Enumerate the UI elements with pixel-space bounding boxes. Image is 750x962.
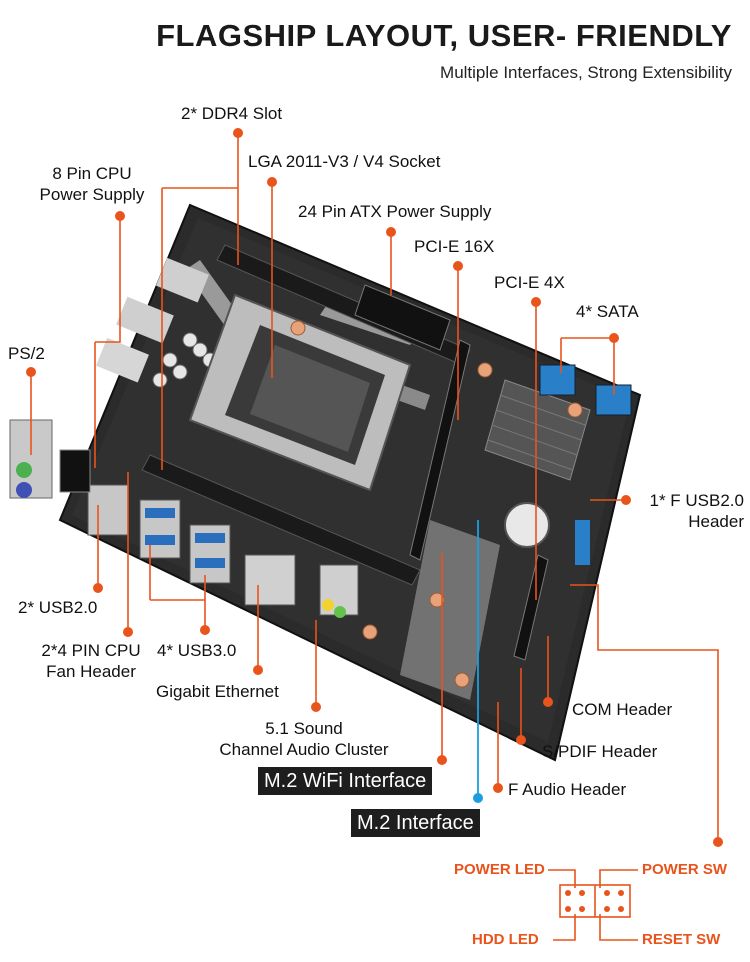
pointer-dot: [233, 128, 243, 138]
pointer-dot: [311, 702, 321, 712]
m2-area: [400, 520, 500, 700]
pointer-dot: [267, 177, 277, 187]
usb2-ports: [87, 484, 129, 536]
page-subtitle: Multiple Interfaces, Strong Extensibilit…: [440, 63, 732, 82]
pointer-dot: [93, 583, 103, 593]
callout-spdif: S/PDIF Header: [542, 742, 658, 761]
pointer-dot: [543, 697, 553, 707]
callout-ethernet: Gigabit Ethernet: [156, 682, 279, 701]
ddr4-slot: [141, 454, 421, 586]
pointer-dot: [621, 495, 631, 505]
label-power-sw: POWER SW: [642, 861, 727, 878]
callout-m2-wifi: M.2 WiFi Interface: [258, 767, 433, 795]
pointer-dot: [453, 261, 463, 271]
pointer-dot: [493, 783, 503, 793]
pointer-dot: [200, 625, 210, 635]
chipset-heatsink: [484, 379, 591, 481]
front-usb-header: [575, 520, 590, 565]
callout-ddr4: 2* DDR4 Slot: [181, 104, 283, 123]
sata-port: [539, 364, 576, 396]
callout-pcie4: PCI-E 4X: [494, 273, 565, 292]
callout-m2: M.2 Interface: [351, 809, 480, 837]
page-title: FLAGSHIP LAYOUT, USER- FRIENDLY: [156, 18, 732, 53]
front-panel-pin-diagram: [548, 869, 638, 941]
pointer-dot: [531, 297, 541, 307]
callout-faudio: F Audio Header: [508, 780, 627, 799]
label-reset-sw: RESET SW: [642, 931, 721, 948]
m2-pointer-dot: [473, 793, 483, 803]
pointer-dot: [386, 227, 396, 237]
pointer-dot: [123, 627, 133, 637]
callout-socket: LGA 2011-V3 / V4 Socket: [248, 152, 441, 171]
callout-usb3: 4* USB3.0: [157, 641, 237, 660]
callout-atx: 24 Pin ATX Power Supply: [298, 202, 492, 221]
label-power-led: POWER LED: [454, 861, 545, 878]
pointer-dot: [115, 211, 125, 221]
label-hdd-led: HDD LED: [472, 931, 539, 948]
cmos-battery: [504, 502, 550, 548]
pointer-dot: [609, 333, 619, 343]
callout-pcie16: PCI-E 16X: [414, 237, 495, 256]
callout-sata: 4* SATA: [576, 302, 639, 321]
callout-usb2: 2* USB2.0: [18, 598, 98, 617]
ethernet-port: [244, 554, 296, 606]
atx-power-connector: [354, 284, 451, 351]
pointer-dot: [516, 735, 526, 745]
vrm-heatsink: [155, 257, 209, 303]
pcie-x16-slot: [409, 339, 471, 561]
pointer-dot: [26, 367, 36, 377]
callout-com: COM Header: [572, 700, 673, 719]
pcie-x4-slot: [513, 554, 549, 661]
pointer-dot: [253, 665, 263, 675]
cpu-power-connector: [59, 449, 91, 493]
pointer-dot: [713, 837, 723, 847]
callout-ps2: PS/2: [8, 344, 45, 363]
pointer-dot: [437, 755, 447, 765]
